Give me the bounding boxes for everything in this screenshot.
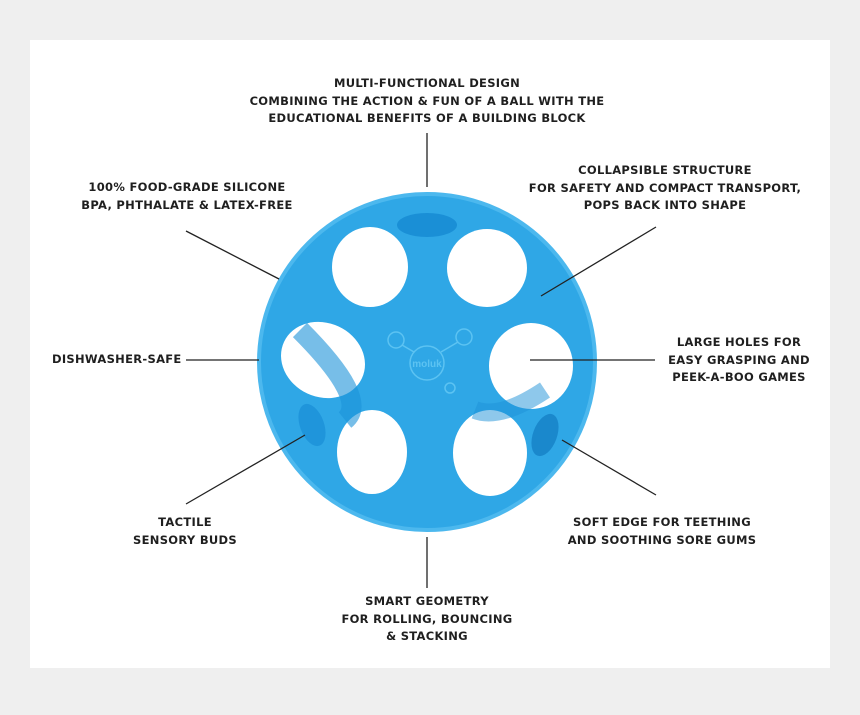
callout-line: 100% FOOD-GRADE SILICONE — [88, 180, 286, 194]
callout-line: SMART GEOMETRY — [365, 594, 489, 608]
callout-line: FOR ROLLING, BOUNCING — [341, 611, 513, 626]
callout-food-grade-silicone: 100% FOOD-GRADE SILICONE BPA, PHTHALATE … — [81, 179, 292, 214]
svg-text:moluk: moluk — [412, 359, 442, 370]
callout-line: MULTI-FUNCTIONAL DESIGN — [333, 76, 521, 90]
callout-line: SENSORY BUDS — [133, 532, 237, 547]
callout-lines — [185, 133, 657, 588]
callout-line: & STACKING — [386, 629, 468, 643]
callout-multi-functional-design: MULTI-FUNCTIONAL DESIGN COMBINING THE AC… — [250, 75, 605, 128]
callout-collapsible-structure: COLLAPSIBLE STRUCTURE FOR SAFETY AND COM… — [529, 162, 801, 215]
moluk-logo: moluk — [387, 328, 473, 394]
callout-line: SOFT EDGE FOR TEETHING — [573, 515, 751, 529]
callout-line: DISHWASHER-SAFE — [52, 352, 182, 366]
callout-line: PEEK-A-BOO GAMES — [672, 370, 806, 384]
callout-dishwasher-safe: DISHWASHER-SAFE — [52, 351, 182, 369]
callout-soft-edge: SOFT EDGE FOR TEETHING AND SOOTHING SORE… — [568, 514, 757, 549]
callout-line: LARGE HOLES FOR — [676, 335, 802, 349]
callout-large-holes: LARGE HOLES FOR EASY GRASPING AND PEEK-A… — [668, 334, 810, 387]
callout-line: COMBINING THE ACTION & FUN OF A BALL WIT… — [249, 93, 605, 108]
callout-line: POPS BACK INTO SHAPE — [583, 198, 747, 212]
callout-line: BPA, PHTHALATE & LATEX-FREE — [81, 197, 293, 212]
callout-line: TACTILE — [158, 515, 212, 529]
callout-tactile-sensory-buds: TACTILE SENSORY BUDS — [133, 514, 237, 549]
ball-image — [257, 192, 597, 532]
callout-line: COLLAPSIBLE STRUCTURE — [578, 163, 752, 177]
callout-line: AND SOOTHING SORE GUMS — [567, 532, 757, 547]
callout-line: EASY GRASPING AND — [668, 352, 810, 367]
callout-line: EDUCATIONAL BENEFITS OF A BUILDING BLOCK — [268, 111, 586, 125]
callout-smart-geometry: SMART GEOMETRY FOR ROLLING, BOUNCING & S… — [341, 593, 512, 646]
callout-line: FOR SAFETY AND COMPACT TRANSPORT, — [528, 180, 802, 195]
